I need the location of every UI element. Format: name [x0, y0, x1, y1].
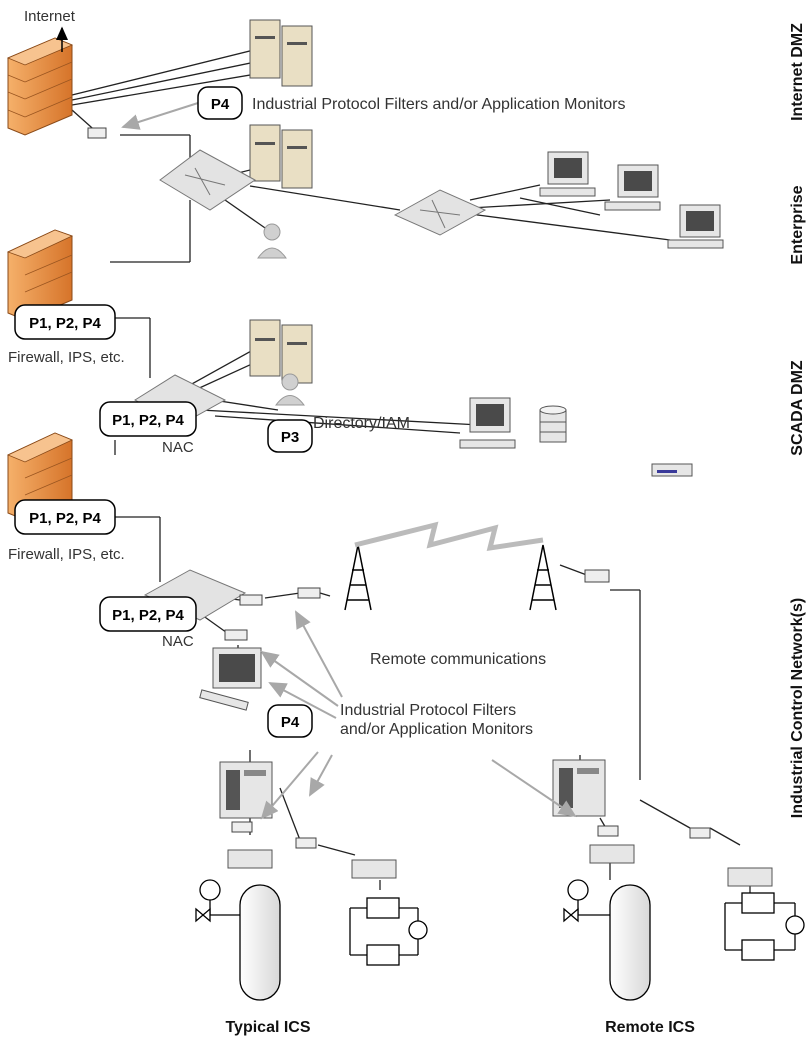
- zone-scada-dmz: SCADA DMZ: [789, 360, 806, 456]
- controller-typical: [219, 761, 273, 819]
- server-cluster-internet: [249, 19, 313, 87]
- filter-arrows: [121, 102, 577, 820]
- zone-internet-dmz: Internet DMZ: [789, 23, 806, 121]
- directory-label: Directory/IAM: [313, 415, 410, 432]
- badge-nac1-label: P1, P2, P4: [112, 412, 184, 429]
- tower-right: [529, 544, 557, 611]
- firewall-internet: [6, 37, 74, 136]
- badge-p3-label: P3: [281, 429, 299, 446]
- switch-enterprise-1: [159, 149, 256, 211]
- workstation-enterprise-2: [604, 164, 661, 211]
- modem-device: [651, 463, 693, 477]
- badge-p4-bottom: P4: [267, 704, 313, 738]
- firewall-enterprise: [6, 229, 74, 321]
- server-cluster-enterprise: [249, 124, 313, 189]
- filters-bottom-line1: Industrial Protocol Filters: [340, 702, 516, 719]
- process-remote: [563, 879, 805, 1001]
- firewall-scada: [7, 432, 73, 521]
- hmi-workstation: [199, 647, 262, 711]
- badge-nac2-label: P1, P2, P4: [112, 607, 184, 624]
- process-typical: [195, 879, 428, 1001]
- badge-firewall-scada: P1, P2, P4: [14, 499, 116, 535]
- internet-label: Internet: [24, 8, 76, 25]
- remote-ics-label: Remote ICS: [605, 1019, 695, 1036]
- badge-firewall-enterprise: P1, P2, P4: [14, 304, 116, 340]
- filter-device-top: [87, 127, 107, 139]
- filters-top-label: Industrial Protocol Filters and/or Appli…: [252, 96, 626, 113]
- nac-label-1: NAC: [162, 439, 194, 456]
- filters-bottom-line2: and/or Application Monitors: [340, 721, 533, 738]
- tower-left: [344, 544, 372, 611]
- badge-p4-top-label: P4: [211, 96, 230, 113]
- user-icon-directory: [275, 373, 305, 406]
- zone-enterprise: Enterprise: [789, 185, 806, 264]
- zone-ics: Industrial Control Network(s): [789, 598, 806, 818]
- server-cluster-scada: [249, 319, 313, 384]
- badge-p4-top: P4: [197, 86, 243, 120]
- badge-p4-bottom-label: P4: [281, 714, 300, 731]
- badge-fw1-label: P1, P2, P4: [29, 315, 101, 332]
- firewall-label-1: Firewall, IPS, etc.: [8, 349, 125, 366]
- workstation-enterprise-3: [667, 204, 724, 249]
- database-icon: [539, 405, 567, 443]
- nac-label-2: NAC: [162, 633, 194, 650]
- firewall-label-2: Firewall, IPS, etc.: [8, 546, 125, 563]
- radio-link-icon: [354, 521, 544, 552]
- badge-p3: P3: [267, 419, 313, 453]
- typical-ics-label: Typical ICS: [225, 1019, 310, 1036]
- badge-nac-ics: P1, P2, P4: [99, 596, 197, 632]
- user-icon-enterprise: [257, 223, 287, 259]
- switch-enterprise-2: [393, 189, 487, 236]
- filter-devices-ics: [224, 569, 711, 849]
- badge-fw2-label: P1, P2, P4: [29, 510, 101, 527]
- remote-comms-label: Remote communications: [370, 651, 546, 668]
- workstation-scada: [459, 397, 516, 449]
- workstation-enterprise-1: [539, 151, 596, 197]
- badge-nac-scada: P1, P2, P4: [99, 401, 197, 437]
- plc-devices: [227, 844, 773, 887]
